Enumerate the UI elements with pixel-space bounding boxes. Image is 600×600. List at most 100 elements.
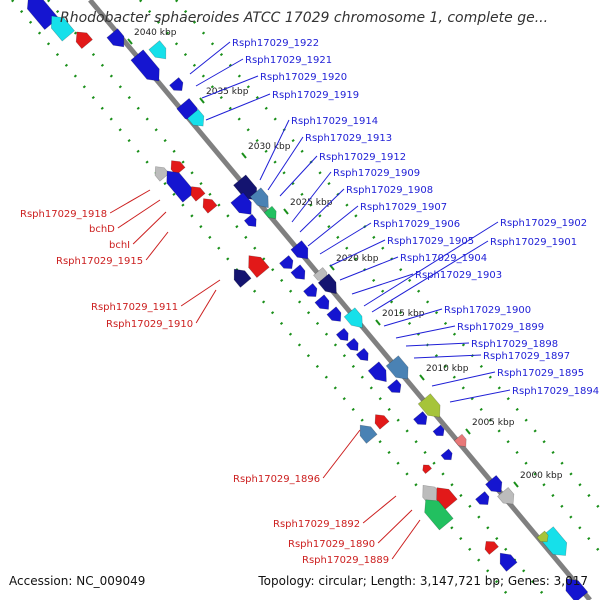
reverse-gene-6[interactable] bbox=[166, 170, 196, 203]
reverse-gene-16[interactable] bbox=[424, 499, 454, 531]
reverse-gene-19[interactable] bbox=[565, 578, 589, 600]
reverse-gene-label[interactable]: Rsph17029_1890 bbox=[288, 539, 375, 550]
forward-gene-label[interactable]: Rsph17029_1902 bbox=[500, 218, 587, 229]
reverse-gene-label[interactable]: Rsph17029_1889 bbox=[302, 555, 389, 566]
kbp-label: 2020 kbp bbox=[336, 254, 379, 264]
forward-gene-32[interactable] bbox=[485, 474, 503, 493]
reverse-gene-18[interactable] bbox=[499, 552, 518, 572]
forward-gene-29[interactable] bbox=[432, 424, 445, 437]
reverse-gene-8[interactable] bbox=[202, 198, 218, 214]
forward-gene-label[interactable]: Rsph17029_1922 bbox=[232, 38, 319, 49]
forward-gene-4[interactable] bbox=[169, 77, 184, 91]
forward-gene-6[interactable] bbox=[187, 108, 205, 127]
forward-gene-34[interactable] bbox=[475, 491, 490, 505]
forward-gene-label[interactable]: Rsph17029_1919 bbox=[272, 90, 359, 101]
forward-gene-27[interactable] bbox=[417, 393, 441, 418]
forward-gene-label[interactable]: Rsph17029_1897 bbox=[483, 351, 570, 362]
forward-gene-33[interactable] bbox=[497, 486, 515, 505]
forward-gene-26[interactable] bbox=[387, 379, 402, 393]
forward-gene-label[interactable]: Rsph17029_1908 bbox=[346, 185, 433, 196]
reverse-gene-label[interactable]: Rsph17029_1911 bbox=[91, 302, 178, 313]
kbp-label: 2040 kbp bbox=[134, 28, 177, 38]
forward-gene-label[interactable]: Rsph17029_1900 bbox=[444, 305, 531, 316]
forward-label-leader bbox=[413, 354, 482, 359]
forward-gene-label[interactable]: Rsph17029_1921 bbox=[245, 55, 332, 66]
forward-gene-36[interactable] bbox=[536, 530, 549, 543]
forward-gene-31[interactable] bbox=[440, 448, 453, 461]
reverse-gene-10[interactable] bbox=[233, 268, 252, 288]
reverse-gene-label[interactable]: Rsph17029_1896 bbox=[233, 474, 320, 485]
forward-label-leader bbox=[371, 240, 489, 313]
forward-gene-19[interactable] bbox=[326, 306, 342, 322]
kbp-label: 2025 kbp bbox=[290, 198, 333, 208]
reverse-gene-13[interactable] bbox=[422, 464, 433, 475]
forward-gene-label[interactable]: Rsph17029_1913 bbox=[305, 133, 392, 144]
forward-gene-12[interactable] bbox=[290, 240, 309, 260]
forward-gene-23[interactable] bbox=[355, 347, 369, 361]
forward-gene-label[interactable]: Rsph17029_1906 bbox=[373, 219, 460, 230]
reverse-gene-label[interactable]: bchD bbox=[89, 224, 115, 235]
reverse-gene-1[interactable] bbox=[26, 0, 59, 31]
kbp-label: 2015 kbp bbox=[382, 309, 425, 319]
reverse-gene-5[interactable] bbox=[154, 166, 170, 182]
reverse-gene-label[interactable]: Rsph17029_1910 bbox=[106, 319, 193, 330]
reverse-gene-7[interactable] bbox=[190, 186, 206, 202]
reverse-gene-9[interactable] bbox=[248, 255, 270, 279]
forward-gene-3[interactable] bbox=[148, 40, 167, 60]
reverse-label-leader bbox=[109, 189, 151, 214]
forward-gene-label[interactable]: Rsph17029_1904 bbox=[400, 253, 487, 264]
reverse-gene-label[interactable]: Rsph17029_1918 bbox=[20, 209, 107, 220]
reverse-gene-11[interactable] bbox=[374, 414, 390, 430]
forward-gene-28[interactable] bbox=[413, 411, 428, 425]
forward-gene-24[interactable] bbox=[367, 361, 387, 383]
kbp-tick bbox=[241, 152, 247, 159]
forward-gene-label[interactable]: Rsph17029_1905 bbox=[387, 236, 474, 247]
forward-gene-13[interactable] bbox=[279, 255, 294, 269]
forward-gene-25[interactable] bbox=[385, 355, 409, 380]
reverse-gene-17[interactable] bbox=[484, 541, 499, 555]
forward-gene-label[interactable]: Rsph17029_1894 bbox=[512, 386, 599, 397]
forward-gene-label[interactable]: Rsph17029_1912 bbox=[319, 152, 406, 163]
reverse-gene-label[interactable]: Rsph17029_1915 bbox=[56, 256, 143, 267]
kbp-label: 2035 kbp bbox=[206, 87, 249, 97]
reverse-gene-label[interactable]: Rsph17029_1892 bbox=[273, 519, 360, 530]
forward-gene-10[interactable] bbox=[263, 205, 277, 219]
reverse-gene-3[interactable] bbox=[75, 31, 93, 50]
forward-gene-8[interactable] bbox=[249, 187, 269, 209]
forward-gene-21[interactable] bbox=[335, 327, 349, 341]
reverse-gene-2[interactable] bbox=[50, 15, 75, 42]
forward-gene-14[interactable] bbox=[290, 264, 306, 280]
forward-gene-label[interactable]: Rsph17029_1920 bbox=[260, 72, 347, 83]
forward-gene-22[interactable] bbox=[345, 337, 359, 351]
forward-gene-7[interactable] bbox=[233, 174, 258, 201]
forward-gene-label[interactable]: Rsph17029_1895 bbox=[497, 368, 584, 379]
forward-gene-9[interactable] bbox=[230, 191, 252, 215]
reverse-label-leader bbox=[195, 289, 217, 324]
forward-gene-30[interactable] bbox=[453, 433, 467, 447]
forward-gene-label[interactable]: Rsph17029_1903 bbox=[415, 270, 502, 281]
forward-gene-18[interactable] bbox=[314, 294, 330, 310]
forward-gene-label[interactable]: Rsph17029_1901 bbox=[490, 237, 577, 248]
forward-gene-1[interactable] bbox=[106, 28, 125, 48]
forward-label-leader bbox=[195, 58, 244, 87]
forward-gene-20[interactable] bbox=[343, 307, 363, 329]
reverse-label-leader bbox=[180, 279, 221, 307]
reverse-gene-15[interactable] bbox=[436, 487, 458, 511]
forward-gene-label[interactable]: Rsph17029_1899 bbox=[457, 322, 544, 333]
forward-gene-2[interactable] bbox=[130, 49, 160, 82]
reverse-gene-label[interactable]: bchI bbox=[109, 240, 130, 251]
forward-gene-17[interactable] bbox=[303, 283, 318, 297]
forward-label-leader bbox=[279, 155, 318, 197]
forward-gene-label[interactable]: Rsph17029_1914 bbox=[291, 116, 378, 127]
forward-label-leader bbox=[383, 308, 443, 327]
forward-gene-11[interactable] bbox=[243, 213, 257, 227]
forward-gene-label[interactable]: Rsph17029_1909 bbox=[333, 168, 420, 179]
forward-gene-16[interactable] bbox=[317, 273, 337, 295]
kbp-label: 2005 kbp bbox=[472, 418, 515, 428]
forward-label-leader bbox=[299, 188, 345, 233]
reverse-gene-12[interactable] bbox=[359, 424, 378, 444]
kbp-tick bbox=[199, 97, 205, 104]
forward-gene-label[interactable]: Rsph17029_1907 bbox=[360, 202, 447, 213]
forward-gene-label[interactable]: Rsph17029_1898 bbox=[471, 339, 558, 350]
